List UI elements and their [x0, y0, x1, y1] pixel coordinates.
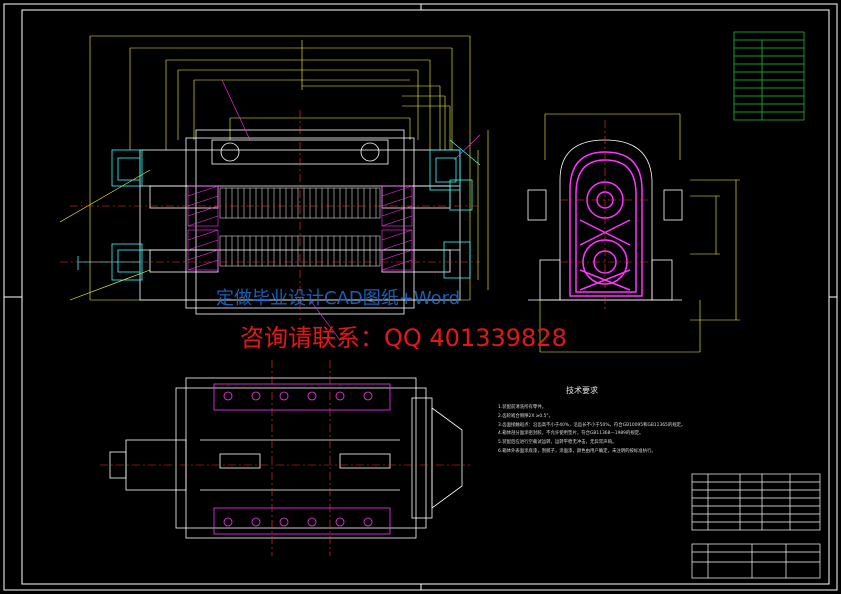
tech-requirement-item: 5.装配后应进行空载试运转，运转平稳无冲击，无异常声响。 [498, 440, 617, 446]
tech-requirement-item: 6.箱体外表面涂底漆，刮腻子，涂面漆，颜色由用户确定，未注明的按标准执行。 [498, 448, 656, 454]
tech-requirement-item: 1.装配前清洗所有零件。 [498, 405, 547, 410]
tech-requirements-title: 技术要求 [566, 386, 598, 395]
side-view [527, 113, 740, 353]
centerlines [60, 110, 480, 320]
title-block [691, 473, 821, 579]
top-view-parts [213, 383, 391, 535]
tech-requirement-item: 2.齿轮啮合侧隙2X ≥0.5°。 [498, 413, 553, 419]
tech-requirements-list: 1.装配前清洗所有零件。 2.齿轮啮合侧隙2X ≥0.5°。 3.齿面接触斑点：… [498, 404, 685, 457]
section-view [59, 35, 489, 341]
gearbox-casing [569, 151, 643, 297]
end-caps [77, 139, 481, 281]
side-dims [539, 113, 740, 353]
tech-requirement-item: 4.箱体剖分面涂密封胶，不允许使用垫片，符合GB11368—1989的规定。 [498, 431, 644, 437]
top-view-centerlines [100, 360, 470, 556]
parameter-table [733, 31, 805, 121]
watermark-line-2: 咨询请联系：QQ 401339828 [240, 324, 567, 352]
tech-requirement-item: 3.齿面接触斑点：沿齿高不小于40%，沿齿长不小于50%，符合GB10095和G… [498, 422, 686, 428]
top-view-frame [109, 377, 463, 539]
sheet-frame [3, 3, 838, 591]
leaders [221, 79, 481, 341]
watermark-line-1: 定做毕业设计CAD图纸+Word [216, 288, 461, 309]
side-centerlines [560, 120, 650, 310]
top-view [100, 360, 470, 556]
dimension-lines [59, 35, 489, 301]
